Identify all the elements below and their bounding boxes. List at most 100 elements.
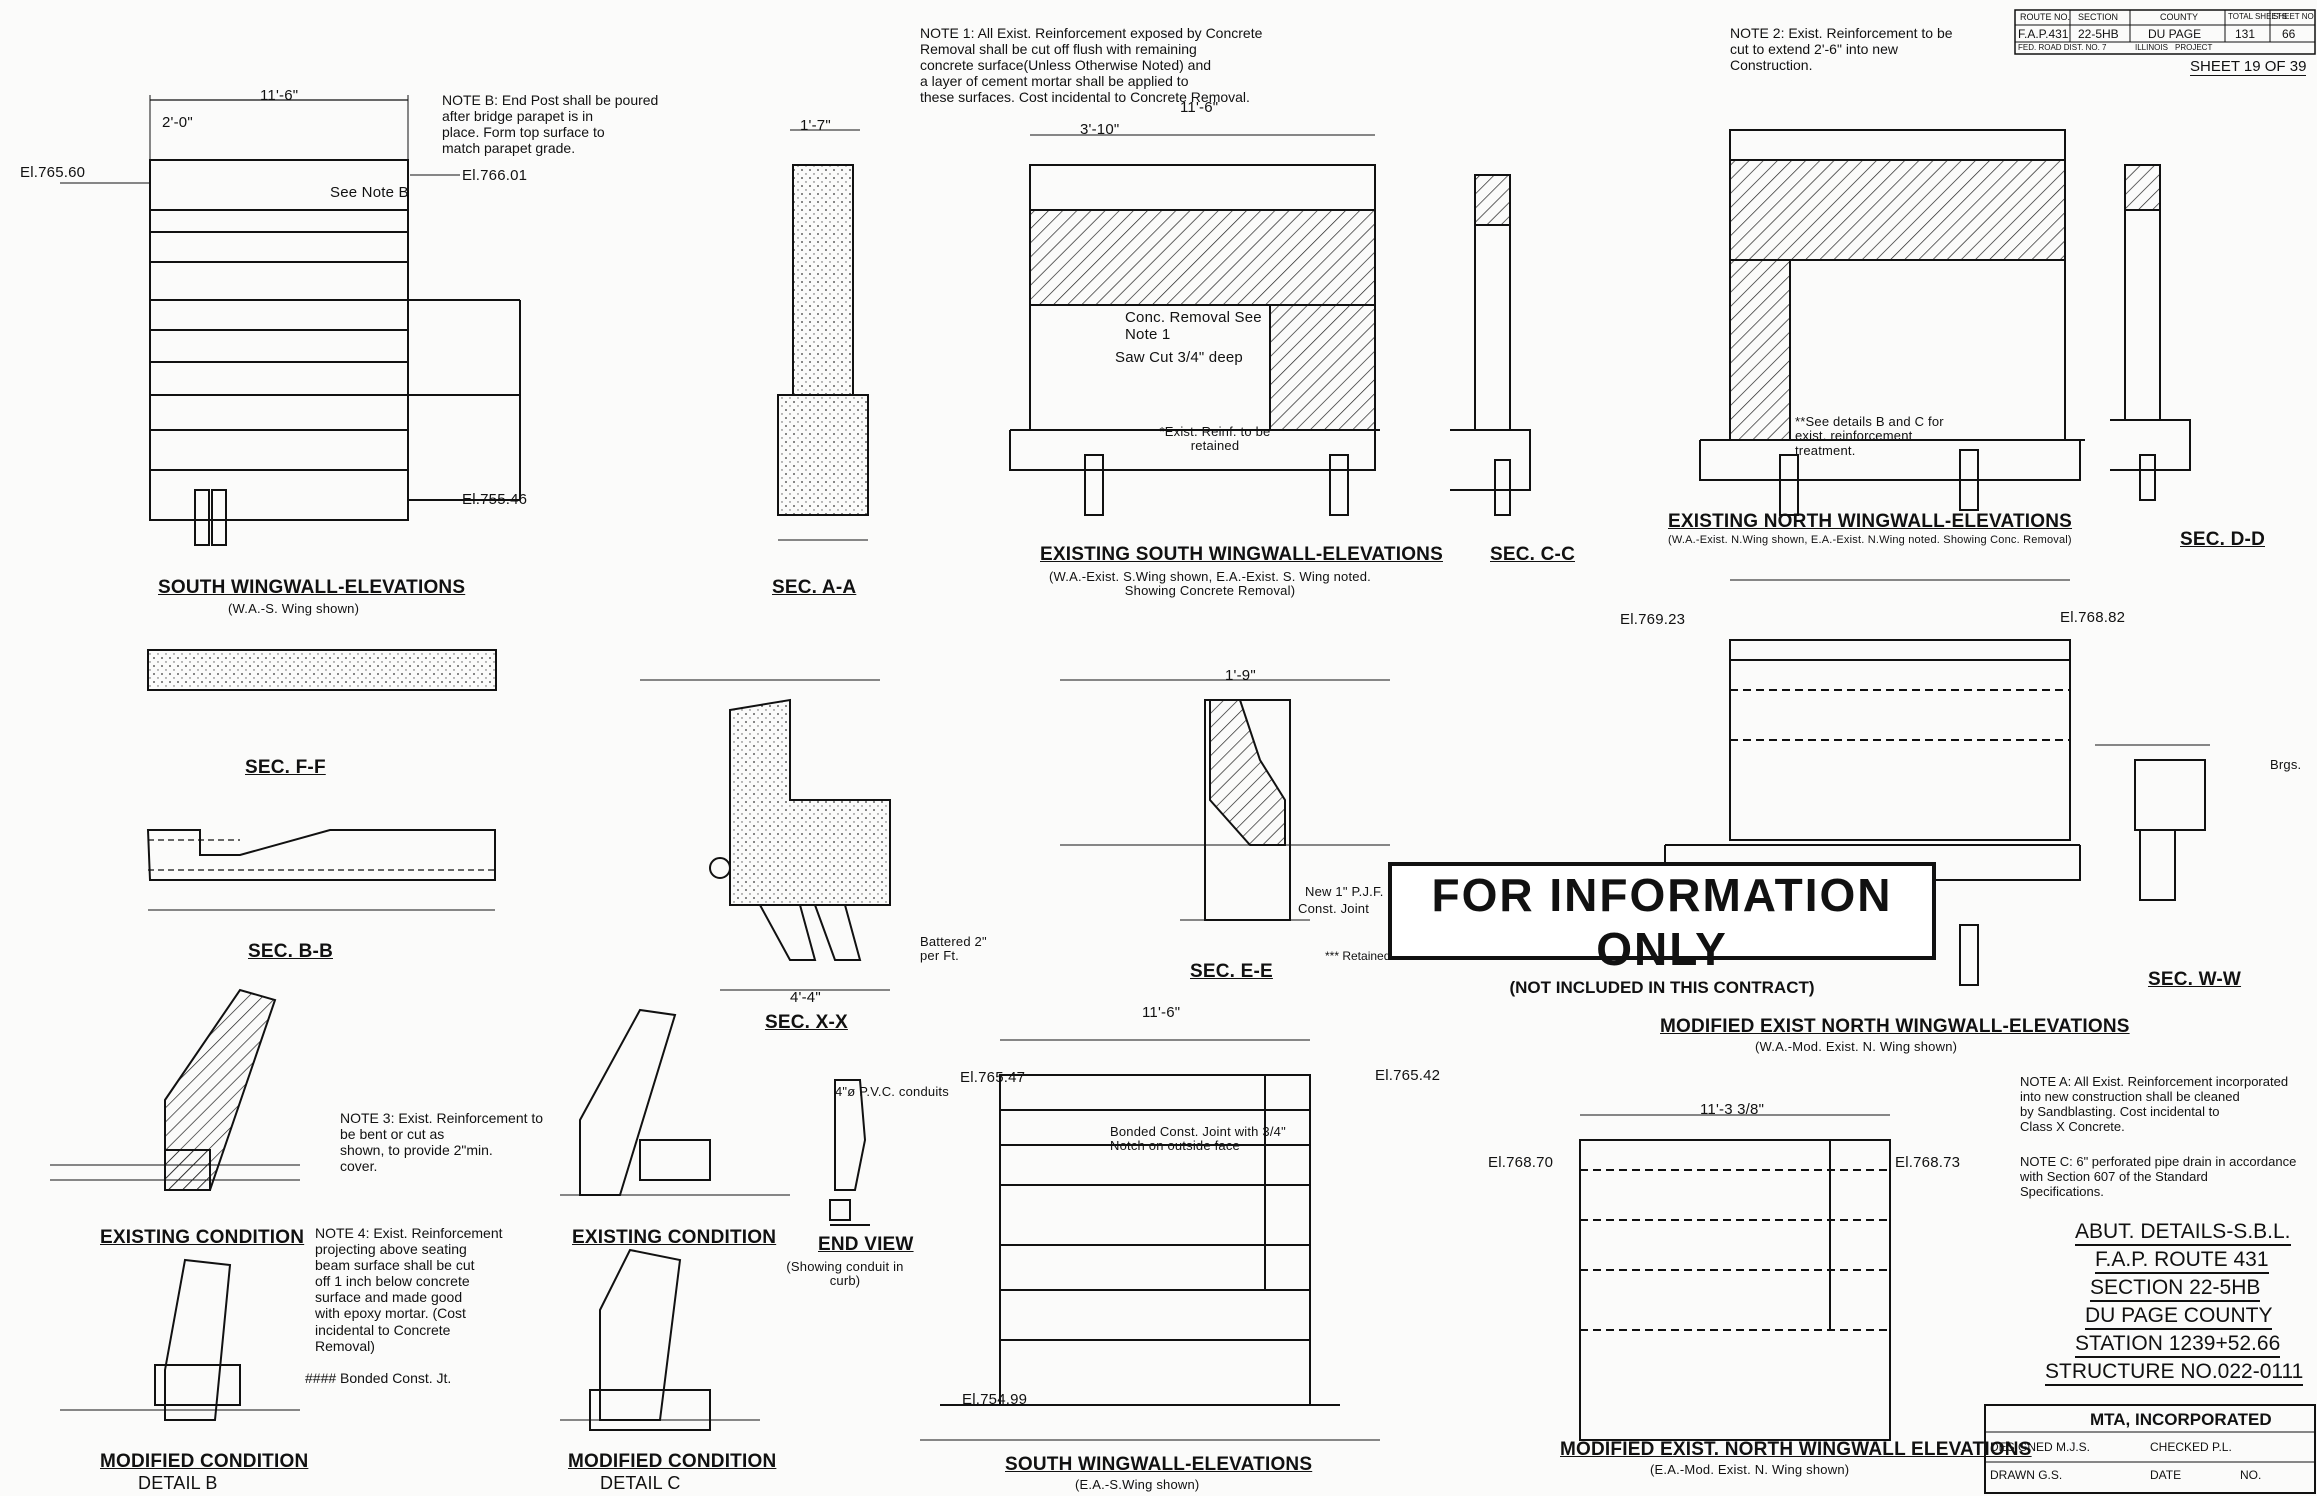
- tb-county: DU PAGE: [2148, 27, 2202, 41]
- tb-route-label: ROUTE NO.: [2020, 12, 2071, 22]
- sec-cc-shape: [1450, 174, 1531, 516]
- view-title-sec-aa: SEC. A-A: [772, 577, 857, 598]
- title-block-footer-frame: [1984, 1404, 2316, 1494]
- view-title-modified-condition-c: MODIFIED CONDITION: [568, 1451, 777, 1472]
- tb-no: NO.: [2240, 1468, 2262, 1482]
- label-bonded-joint: Bonded Const. Joint with 3/4" Notch on o…: [1110, 1124, 1286, 1154]
- tb-route: F.A.P.431: [2018, 27, 2069, 41]
- note-c: NOTE C: 6" perforated pipe drain in acco…: [2020, 1154, 2297, 1199]
- view-title-sec-bb: SEC. B-B: [248, 941, 333, 962]
- label-el-769-23: El.769.23: [1620, 611, 1686, 628]
- dim-4-4: 4'-4": [790, 989, 821, 1006]
- label-el-768-82: El.768.82: [2060, 609, 2126, 626]
- tb-checked: CHECKED P.L.: [2150, 1440, 2232, 1454]
- view-title-sec-ww: SEC. W-W: [2148, 969, 2242, 990]
- label-saw-cut: Saw Cut 3/4" deep: [1115, 349, 1243, 366]
- view-title-sec-ee: SEC. E-E: [1190, 961, 1273, 982]
- view-title-sec-ff: SEC. F-F: [245, 757, 326, 778]
- view-subtitle-existing-south: (W.A.-Exist. S.Wing shown, E.A.-Exist. S…: [1049, 569, 1371, 599]
- existing-condition-1: [50, 988, 300, 1191]
- view-title-existing-condition-2: EXISTING CONDITION: [572, 1227, 777, 1248]
- tb-sheet-of: SHEET 19 OF 39: [2190, 58, 2307, 76]
- sec-xx-shape: [640, 679, 891, 991]
- label-see-details: **See details B and C for exist. reinfor…: [1795, 414, 1944, 458]
- tb-drawn: DRAWN G.S.: [1990, 1468, 2063, 1482]
- label-exist-reinf: *Exist. Reinf. to be retained: [1159, 424, 1271, 454]
- tb-date: DATE: [2150, 1468, 2182, 1482]
- label-pvc-conduits: 4"ø P.V.C. conduits: [835, 1084, 949, 1099]
- tb-firm: MTA, INCORPORATED: [2090, 1410, 2272, 1429]
- tb-sheet-no: 66: [2282, 27, 2296, 41]
- view-title-sec-dd: SEC. D-D: [2180, 529, 2265, 550]
- view-subtitle-end-view: (Showing conduit in curb): [786, 1259, 904, 1289]
- tb-county-line: DU PAGE COUNTY: [2085, 1304, 2273, 1330]
- modified-condition-b: [60, 1258, 300, 1421]
- existing-south-wingwall: [1009, 134, 1380, 516]
- tb-county-label: COUNTY: [2160, 12, 2198, 22]
- tb-project: PROJECT: [2175, 43, 2213, 52]
- view-title-modified-condition-b: MODIFIED CONDITION: [100, 1451, 309, 1472]
- tb-section: 22-5HB: [2078, 27, 2119, 41]
- view-subtitle-south-wingwall: (W.A.-S. Wing shown): [228, 601, 360, 616]
- dim-11-6-south2: 11'-6": [1142, 1004, 1181, 1021]
- tb-sheet-no-label: SHEET NO.: [2273, 12, 2316, 21]
- view-subtitle-detail-b: DETAIL B: [138, 1473, 218, 1493]
- label-see-note-b: See Note B: [330, 184, 409, 201]
- view-title-existing-north: EXISTING NORTH WINGWALL-ELEVATIONS: [1668, 511, 2073, 532]
- south-wingwall-elevation: [60, 95, 521, 546]
- label-el-765-42: El.765.42: [1375, 1067, 1441, 1084]
- label-battered: Battered 2" per Ft.: [920, 934, 987, 964]
- tb-fap-route: F.A.P. ROUTE 431: [2095, 1248, 2269, 1274]
- tb-total: 131: [2235, 27, 2256, 41]
- tb-state: ILLINOIS: [2135, 43, 2168, 52]
- sec-bb-shape: [146, 829, 496, 911]
- note-b: NOTE B: End Post shall be poured after b…: [442, 92, 659, 157]
- title-block-header-frame: [2014, 9, 2316, 55]
- existing-north-wingwall: [1699, 129, 2085, 516]
- label-el-765-60: El.765.60: [20, 164, 86, 181]
- information-only-stamp: FOR INFORMATION ONLY (NOT INCLUDED IN TH…: [1388, 862, 1936, 997]
- view-subtitle-detail-c: DETAIL C: [600, 1473, 681, 1493]
- modified-condition-c: [560, 1248, 760, 1431]
- existing-condition-2: [560, 1008, 790, 1196]
- view-subtitle-existing-north: (W.A.-Exist. N.Wing shown, E.A.-Exist. N…: [1668, 534, 2072, 546]
- sec-ff-shape: [147, 649, 497, 691]
- view-title-sec-xx: SEC. X-X: [765, 1012, 848, 1033]
- tb-section-line: SECTION 22-5HB: [2090, 1276, 2261, 1302]
- label-el-765-47: El.765.47: [960, 1069, 1026, 1086]
- view-title-south-wingwall: SOUTH WINGWALL-ELEVATIONS: [158, 577, 466, 598]
- view-title-existing-south: EXISTING SOUTH WINGWALL-ELEVATIONS: [1040, 544, 1443, 565]
- note-bonded: #### Bonded Const. Jt.: [305, 1370, 452, 1386]
- modified-north-wingwall-2: [1579, 1114, 1891, 1441]
- tb-total-label: TOTAL SHEETS: [2228, 12, 2287, 21]
- sec-aa-shape: [777, 129, 869, 541]
- stamp-main-text: FOR INFORMATION ONLY: [1431, 869, 1893, 975]
- dim-3-10: 3'-10": [1080, 121, 1120, 138]
- note-1: NOTE 1: All Exist. Reinforcement exposed…: [920, 25, 1263, 106]
- south-wingwall-elevation-2: [920, 1039, 1380, 1441]
- dim-11-3: 11'-3 3/8": [1700, 1101, 1765, 1118]
- tb-structure: STRUCTURE NO.022-0111: [2045, 1360, 2304, 1386]
- view-title-end-view: END VIEW: [818, 1234, 914, 1255]
- label-el-755-46: El.755.46: [462, 491, 528, 508]
- label-conc-removal: Conc. Removal See Note 1: [1125, 309, 1262, 343]
- view-title-modified-north-1: MODIFIED EXIST NORTH WINGWALL-ELEVATIONS: [1660, 1016, 2130, 1037]
- label-brgs: Brgs.: [2270, 757, 2302, 772]
- view-title-south-wingwall-2: SOUTH WINGWALL-ELEVATIONS: [1005, 1454, 1313, 1475]
- stamp-sub-text: (NOT INCLUDED IN THIS CONTRACT): [1509, 978, 1815, 997]
- dim-1-9: 1'-9": [1225, 667, 1256, 684]
- sec-dd-shape: [2110, 164, 2191, 501]
- end-view-shape: [829, 1079, 870, 1226]
- note-a: NOTE A: All Exist. Reinforcement incorpo…: [2020, 1074, 2289, 1134]
- note-3: NOTE 3: Exist. Reinforcement to be bent …: [340, 1110, 544, 1175]
- dim-2-0: 2'-0": [162, 114, 193, 131]
- tb-fed-road: FED. ROAD DIST. NO. 7: [2018, 43, 2107, 52]
- label-el-766-01: El.766.01: [462, 167, 528, 184]
- tb-section-label: SECTION: [2078, 12, 2119, 22]
- view-subtitle-modified-north-2: (E.A.-Mod. Exist. N. Wing shown): [1650, 1462, 1850, 1477]
- tb-designed: DESIGNED M.J.S.: [1990, 1440, 2091, 1454]
- sec-ee-shape: [1060, 679, 1390, 921]
- sec-ww-shape: [2095, 744, 2210, 901]
